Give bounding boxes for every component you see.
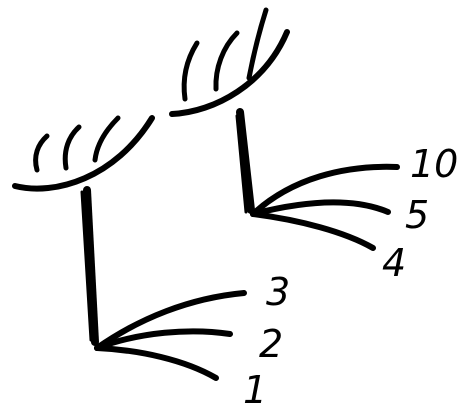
left-label-3: 3 (266, 270, 290, 314)
right-branch-5 (253, 202, 388, 214)
right-label-5: 5 (405, 193, 429, 237)
right-hatch-2 (216, 33, 237, 89)
right-stroke-group: 10 5 4 (172, 10, 458, 285)
right-hatch-1 (184, 43, 197, 99)
left-label-1: 1 (243, 368, 267, 410)
left-label-2: 2 (259, 322, 283, 366)
right-label-10: 10 (410, 142, 458, 186)
right-label-4: 4 (382, 241, 406, 285)
left-hatch-2 (65, 127, 79, 168)
left-branch-1 (97, 348, 216, 378)
left-hatch-1 (36, 136, 47, 170)
left-hatch-3 (95, 118, 118, 160)
right-branch-4 (253, 214, 373, 248)
